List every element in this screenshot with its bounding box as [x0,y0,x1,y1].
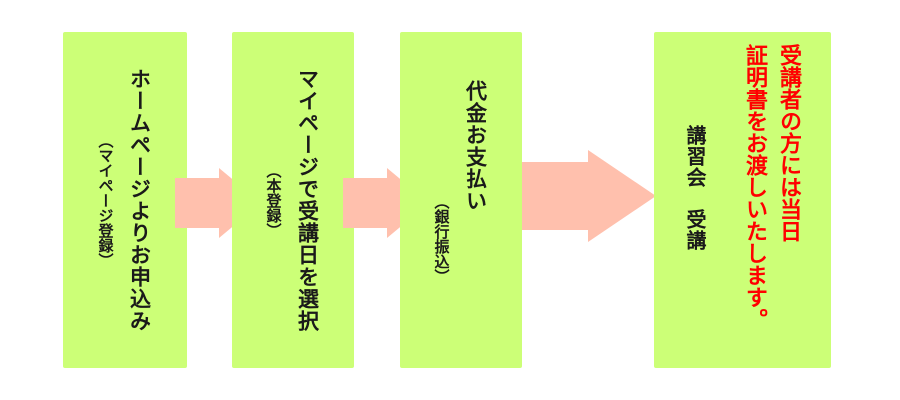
flow-arrow-3 [522,150,656,242]
step-3-subtitle: （銀行振込） [432,194,451,284]
step-2-title: マイページで受講日を選択 [295,68,320,332]
step-box-payment: 代金お支払い （銀行振込） [400,32,522,368]
step-1-subtitle: （マイページ登録） [96,132,115,268]
step-1-title: ホームページよりお申込み [127,68,152,332]
step-3-title: 代金お支払い [463,80,488,212]
step-box-application: ホームページよりお申込み （マイページ登録） [63,32,187,368]
step-box-attend: 受講者の方には当日 証明書をお渡しいたします。 講習会 受講 [654,32,831,368]
certificate-note-line-2: 証明書をお渡しいたします。 [742,44,767,330]
step-2-subtitle: （本登録） [264,162,283,238]
certificate-note-line-1: 受講者の方には当日 [776,44,801,242]
step-box-select-date: マイページで受講日を選択 （本登録） [232,32,354,368]
step-4-title: 講習会 受講 [683,125,707,251]
